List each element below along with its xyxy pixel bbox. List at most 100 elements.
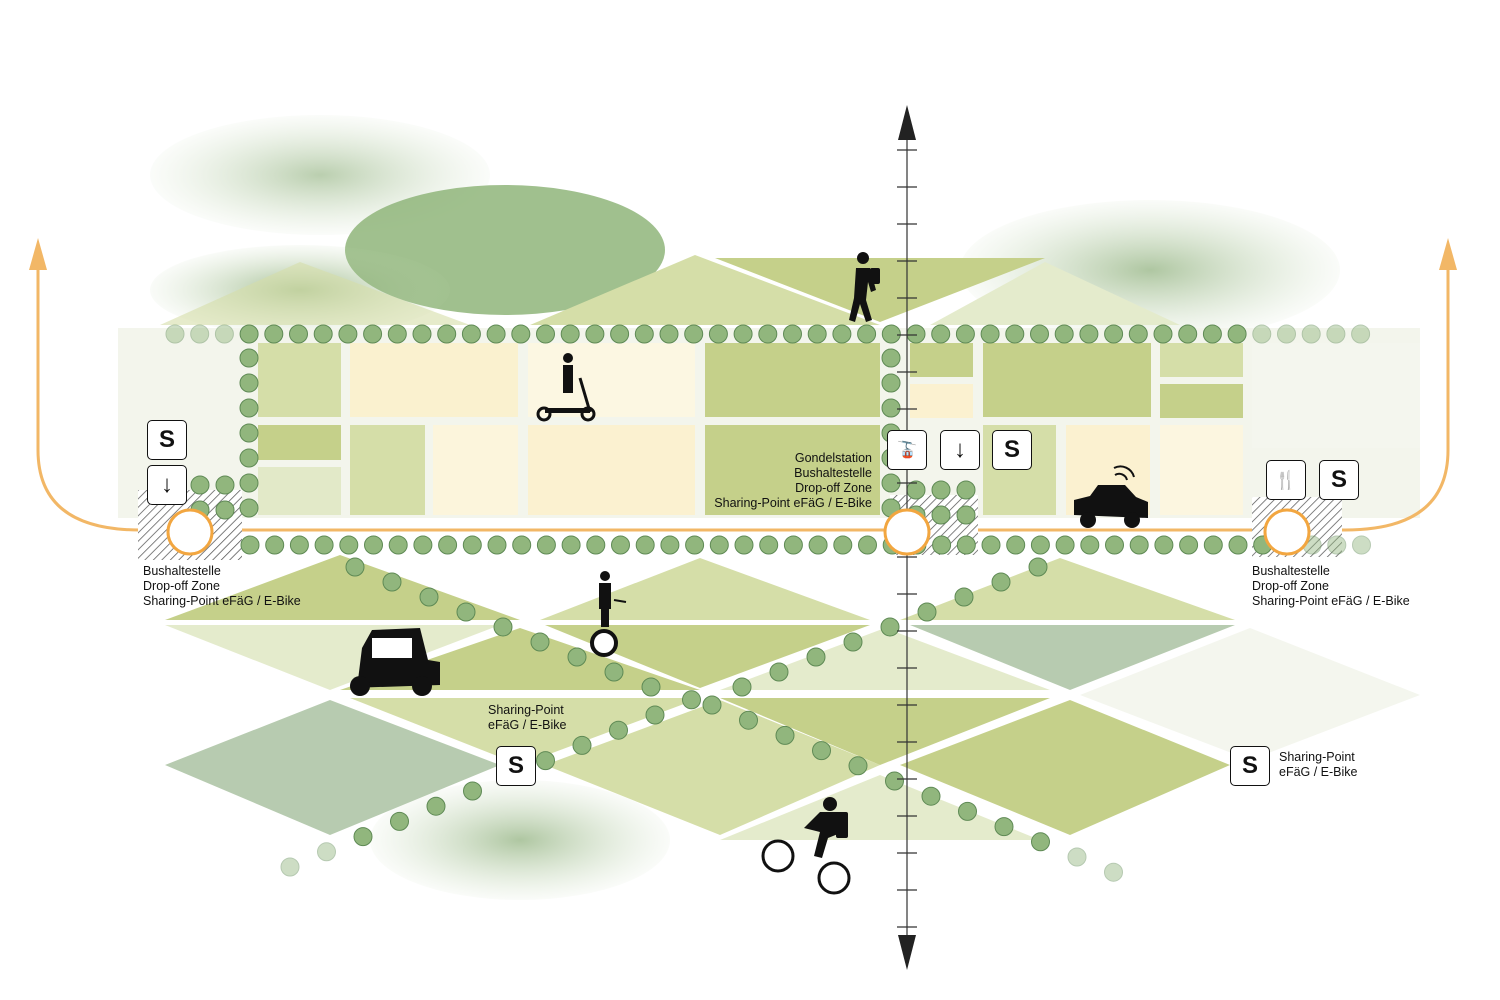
gondel-station-label: Gondelstation Bushaltestelle Drop-off Zo… <box>714 451 872 511</box>
tree <box>353 827 373 847</box>
tree <box>1352 535 1371 555</box>
tree <box>1005 324 1025 344</box>
sharing-point-sign-lower: S <box>496 746 536 786</box>
bus-route <box>29 238 1457 532</box>
tree <box>685 535 705 555</box>
tree <box>806 647 826 667</box>
tree <box>1327 535 1347 555</box>
station-left[interactable] <box>166 508 214 556</box>
tree <box>190 324 210 344</box>
tree <box>808 535 828 555</box>
tree <box>880 617 900 637</box>
tree <box>759 535 779 555</box>
tree <box>1178 324 1198 344</box>
tree <box>536 324 555 344</box>
tree <box>560 324 580 344</box>
tree <box>932 535 952 555</box>
tree <box>931 505 951 525</box>
tree <box>456 602 476 622</box>
tree <box>345 557 365 577</box>
cyclist-icon <box>761 797 851 895</box>
tree <box>709 535 729 555</box>
tree <box>462 535 482 555</box>
tree <box>684 324 704 344</box>
tree <box>486 324 506 344</box>
tree <box>956 535 976 555</box>
label-line: Bushaltestelle <box>143 564 221 578</box>
station-right[interactable] <box>1263 508 1311 556</box>
tree <box>426 796 446 816</box>
dropoff-sign-center: ↓ <box>940 430 980 470</box>
tree <box>390 811 409 831</box>
tree <box>487 535 507 555</box>
tree <box>530 632 550 652</box>
tree <box>1054 324 1074 344</box>
tree <box>363 324 383 344</box>
tree <box>165 324 185 344</box>
tree <box>511 324 531 344</box>
stations <box>166 508 1311 556</box>
tree <box>783 324 802 344</box>
label-line: Sharing-Point <box>1279 750 1355 764</box>
sharing-point-label-right: Sharing-Point eFäG / E-Bike <box>1279 750 1358 780</box>
tree <box>881 348 901 368</box>
station-center[interactable] <box>883 508 931 556</box>
tree <box>1080 535 1100 555</box>
tree <box>610 324 630 344</box>
tree <box>239 448 259 468</box>
tree <box>387 324 407 344</box>
tree <box>437 324 457 344</box>
tree <box>833 535 853 555</box>
tree <box>1128 324 1148 344</box>
tree <box>921 786 941 806</box>
tree <box>463 781 482 801</box>
sharing-icon: S <box>1003 436 1020 463</box>
mobility-figures <box>350 252 1148 895</box>
sharing-icon: S <box>507 752 524 779</box>
tree <box>567 647 587 667</box>
tree <box>1179 535 1199 555</box>
tree <box>239 498 259 518</box>
tree <box>388 535 408 555</box>
sharing-icon: S <box>158 426 175 453</box>
tree <box>214 324 234 344</box>
tree <box>1228 535 1248 555</box>
tree <box>1079 324 1099 344</box>
tree <box>1252 324 1272 344</box>
scooter-icon <box>536 353 596 422</box>
label-line: Drop-off Zone <box>1252 579 1329 593</box>
label-line: Sharing-Point eFäG / E-Bike <box>714 496 872 510</box>
tree <box>991 572 1011 592</box>
label-line: Drop-off Zone <box>143 579 220 593</box>
golf-cart-icon <box>350 628 440 696</box>
tree <box>1129 535 1149 555</box>
sharing-point-sign-right: S <box>1319 460 1359 500</box>
tree <box>586 535 606 555</box>
tree <box>954 587 974 607</box>
tree <box>585 324 605 344</box>
tree <box>1154 535 1174 555</box>
tree <box>783 535 803 555</box>
tree <box>438 535 458 555</box>
tree <box>958 801 977 821</box>
tree <box>881 373 901 393</box>
tree <box>906 324 926 344</box>
tree <box>635 535 655 555</box>
tree <box>848 756 868 776</box>
tree <box>1301 324 1321 344</box>
tree <box>239 398 259 418</box>
tree <box>215 475 235 495</box>
tree <box>364 535 383 555</box>
tree <box>645 705 665 725</box>
tree <box>682 690 701 710</box>
tree <box>906 480 926 500</box>
tree <box>461 324 481 344</box>
dropoff-arrow-icon: ↓ <box>954 436 966 463</box>
tree <box>956 480 976 500</box>
tree <box>512 535 532 555</box>
tree <box>215 500 235 520</box>
fork-knife-icon: 🍴 <box>1274 469 1298 490</box>
tree <box>981 535 1001 555</box>
